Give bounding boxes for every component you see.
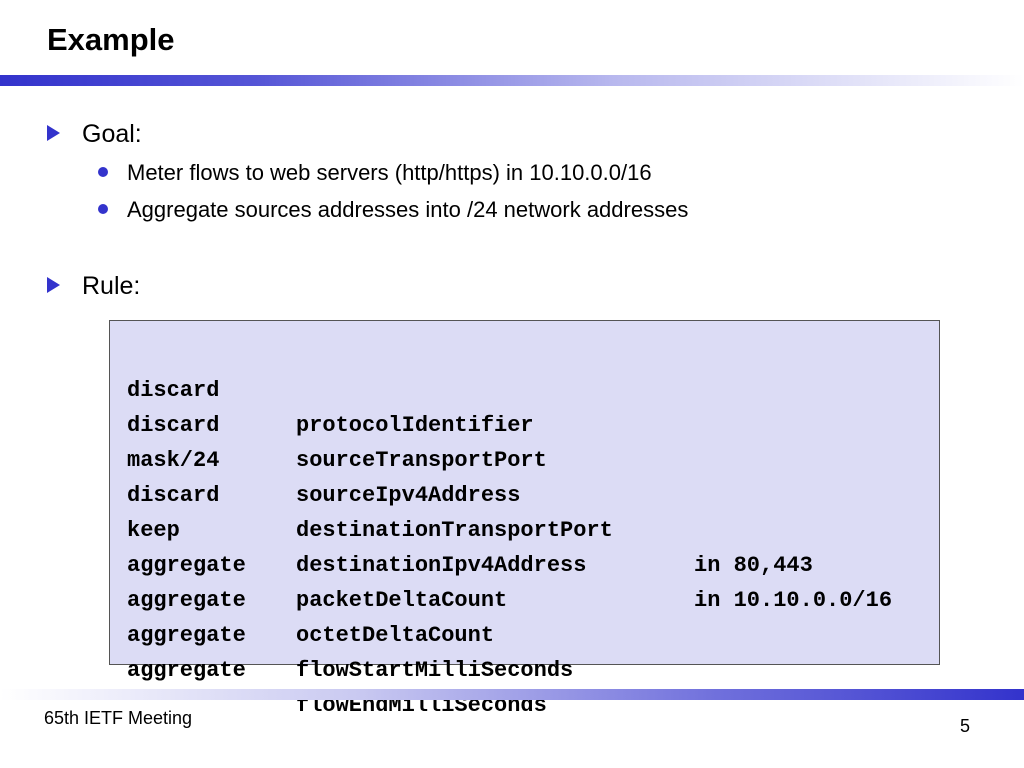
code-action: keep bbox=[127, 518, 180, 543]
code-condition: in 10.10.0.0/16 bbox=[694, 588, 893, 613]
code-line: aggregate flowStartMilliSeconds bbox=[127, 583, 573, 683]
code-action: discard bbox=[127, 378, 220, 403]
slide-title: Example bbox=[47, 22, 175, 57]
title-divider bbox=[0, 75, 1024, 86]
code-line: keep destinationIpv4Address in 10.10.0.0… bbox=[127, 478, 892, 613]
code-field: destinationIpv4Address bbox=[296, 553, 587, 578]
sub-bullet-text: Meter flows to web servers (http/https) … bbox=[127, 160, 652, 185]
code-line: aggregate flowEndMilliSeconds bbox=[127, 618, 547, 718]
code-field: sourceIpv4Address bbox=[296, 483, 521, 508]
code-condition: in 80,443 bbox=[694, 553, 813, 578]
bullet-rule: Rule: bbox=[47, 271, 140, 301]
footer-divider bbox=[0, 689, 1024, 700]
filled-circle-icon bbox=[98, 204, 108, 215]
triangle-right-icon bbox=[47, 277, 60, 294]
code-line: mask/24 sourceIpv4Address bbox=[127, 408, 520, 508]
code-line: discard protocolIdentifier bbox=[127, 338, 534, 438]
code-action: mask/24 bbox=[127, 448, 220, 473]
sub-bullet-text: Aggregate sources addresses into /24 net… bbox=[127, 197, 689, 222]
triangle-right-icon bbox=[47, 125, 60, 142]
code-field: sourceTransportPort bbox=[296, 448, 547, 473]
sub-bullet-meter-flows: Meter flows to web servers (http/https) … bbox=[98, 159, 652, 187]
code-field: protocolIdentifier bbox=[296, 413, 534, 438]
filled-circle-icon bbox=[98, 167, 108, 178]
code-line: discard destinationTransportPort in 80,4… bbox=[127, 443, 813, 578]
code-field: octetDeltaCount bbox=[296, 623, 495, 648]
footer-meeting: 65th IETF Meeting bbox=[44, 708, 193, 728]
page-number: 5 bbox=[959, 716, 970, 736]
code-line: aggregate packetDeltaCount bbox=[127, 513, 507, 613]
code-field: packetDeltaCount bbox=[296, 588, 508, 613]
code-field: flowStartMilliSeconds bbox=[296, 658, 574, 683]
sub-bullet-aggregate-sources: Aggregate sources addresses into /24 net… bbox=[98, 196, 688, 224]
bullet-goal-label: Goal: bbox=[82, 120, 142, 148]
code-action: discard bbox=[127, 483, 220, 508]
bullet-rule-label: Rule: bbox=[82, 272, 141, 300]
code-action: aggregate bbox=[127, 623, 246, 648]
code-action: aggregate bbox=[127, 658, 246, 683]
rule-code-block: discard protocolIdentifier discard sourc… bbox=[109, 320, 940, 718]
code-line: aggregate octetDeltaCount bbox=[127, 548, 494, 648]
code-action: aggregate bbox=[127, 553, 246, 578]
code-field: destinationTransportPort bbox=[296, 518, 613, 543]
code-line: discard sourceTransportPort bbox=[127, 373, 547, 473]
code-action: discard bbox=[127, 413, 220, 438]
bullet-goal: Goal: bbox=[47, 119, 142, 149]
code-action: aggregate bbox=[127, 588, 246, 613]
